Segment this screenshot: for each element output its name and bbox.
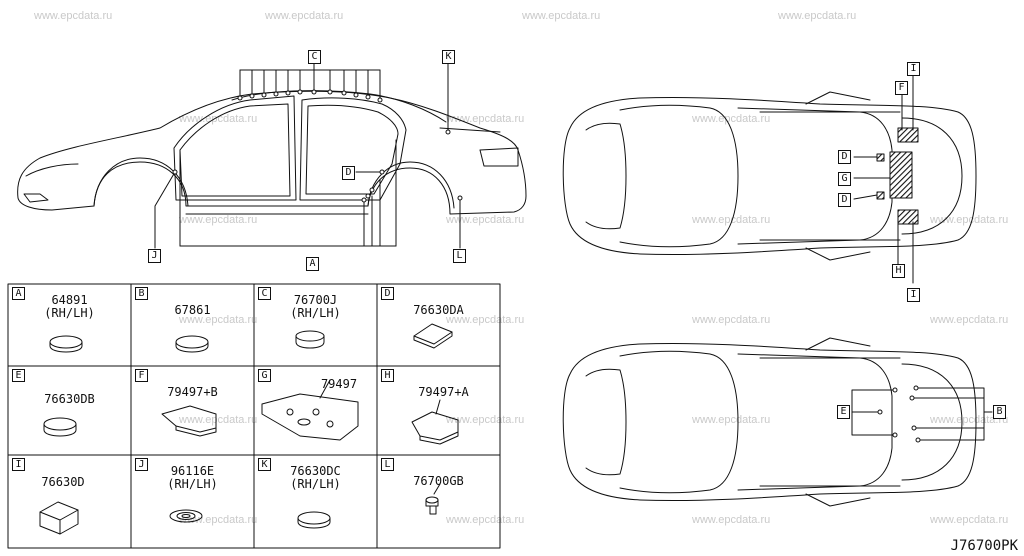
watermark: www.epcdata.ru: [930, 314, 1009, 326]
car-top-view-upper: [562, 75, 977, 284]
part-number: 76630DA: [413, 303, 464, 317]
part-number: 76700J: [293, 293, 338, 307]
part-cell-d: D 76630DA: [377, 284, 500, 366]
watermark: www.epcdata.ru: [179, 514, 258, 526]
car-side-view: [17, 61, 527, 249]
callout-j: J: [148, 249, 161, 263]
callout-g: G: [838, 172, 851, 186]
part-cell-j: J 96116E (RH/LH): [131, 455, 254, 548]
watermark: www.epcdata.ru: [265, 10, 344, 22]
callout-h: H: [892, 264, 905, 278]
part-number: 76700GB: [413, 474, 464, 488]
part-cell-e: E 76630DB: [8, 366, 131, 455]
part-number: 79497: [320, 377, 358, 391]
part-letter: E: [12, 369, 25, 382]
part-cell-l: L 76700GB: [377, 455, 500, 548]
part-cell-i: I 76630D: [8, 455, 131, 548]
part-letter: D: [381, 287, 394, 300]
watermark: www.epcdata.ru: [446, 514, 525, 526]
part-number: 67861: [174, 303, 211, 317]
part-cell-g: G 79497: [254, 366, 377, 455]
part-letter: J: [135, 458, 148, 471]
part-illustrations: [39, 323, 459, 535]
watermark: www.epcdata.ru: [522, 10, 601, 22]
part-cell-f: F 79497+B: [131, 366, 254, 455]
callout-k: K: [442, 50, 455, 64]
car-top-view-lower: [562, 337, 993, 507]
part-side: (RH/LH): [290, 306, 341, 320]
part-number: 79497+A: [418, 385, 469, 399]
callout-d-top1: D: [838, 150, 851, 164]
watermark: www.epcdata.ru: [179, 414, 258, 426]
part-letter: I: [12, 458, 25, 471]
part-letter: B: [135, 287, 148, 300]
watermark: www.epcdata.ru: [692, 514, 771, 526]
part-number: 76630D: [41, 475, 85, 489]
watermark: www.epcdata.ru: [778, 10, 857, 22]
callout-i-top: I: [907, 62, 920, 76]
watermark: www.epcdata.ru: [179, 314, 258, 326]
callout-d-side: D: [342, 166, 355, 180]
callout-c: C: [308, 50, 321, 64]
parts-grid: [7, 283, 501, 549]
part-cell-k: K 76630DC (RH/LH): [254, 455, 377, 548]
watermark: www.epcdata.ru: [446, 214, 525, 226]
callout-i-bottom: I: [907, 288, 920, 302]
part-number: 76630DC: [290, 464, 341, 478]
callout-f: F: [895, 81, 908, 95]
part-cell-h: H 79497+A: [377, 366, 500, 455]
part-cell-b: B 67861: [131, 284, 254, 366]
callout-e: E: [837, 405, 850, 419]
part-letter: C: [258, 287, 271, 300]
part-letter: L: [381, 458, 394, 471]
part-side: (RH/LH): [167, 477, 218, 491]
part-letter: H: [381, 369, 394, 382]
part-side: (RH/LH): [44, 306, 95, 320]
watermark: www.epcdata.ru: [930, 214, 1009, 226]
part-number: 64891: [51, 293, 88, 307]
watermark: www.epcdata.ru: [446, 414, 525, 426]
part-letter: G: [258, 369, 271, 382]
watermark: www.epcdata.ru: [692, 214, 771, 226]
part-cell-c: C 76700J (RH/LH): [254, 284, 377, 366]
watermark: www.epcdata.ru: [179, 214, 258, 226]
callout-d-top2: D: [838, 193, 851, 207]
part-letter: A: [12, 287, 25, 300]
watermark: www.epcdata.ru: [692, 314, 771, 326]
part-cell-a: A 64891 (RH/LH): [8, 284, 131, 366]
callout-a: A: [306, 257, 319, 271]
watermark: www.epcdata.ru: [930, 414, 1009, 426]
part-letter: K: [258, 458, 271, 471]
watermark: www.epcdata.ru: [34, 10, 113, 22]
part-number: 79497+B: [167, 385, 218, 399]
part-number: 76630DB: [44, 392, 95, 406]
part-side: (RH/LH): [290, 477, 341, 491]
watermark: www.epcdata.ru: [930, 514, 1009, 526]
watermark: www.epcdata.ru: [692, 113, 771, 125]
watermark: www.epcdata.ru: [692, 414, 771, 426]
callout-l: L: [453, 249, 466, 263]
part-letter: F: [135, 369, 148, 382]
diagram-reference: J76700PK: [950, 538, 1018, 554]
part-number: 96116E: [170, 464, 215, 478]
callout-b: B: [993, 405, 1006, 419]
watermark: www.epcdata.ru: [446, 314, 525, 326]
